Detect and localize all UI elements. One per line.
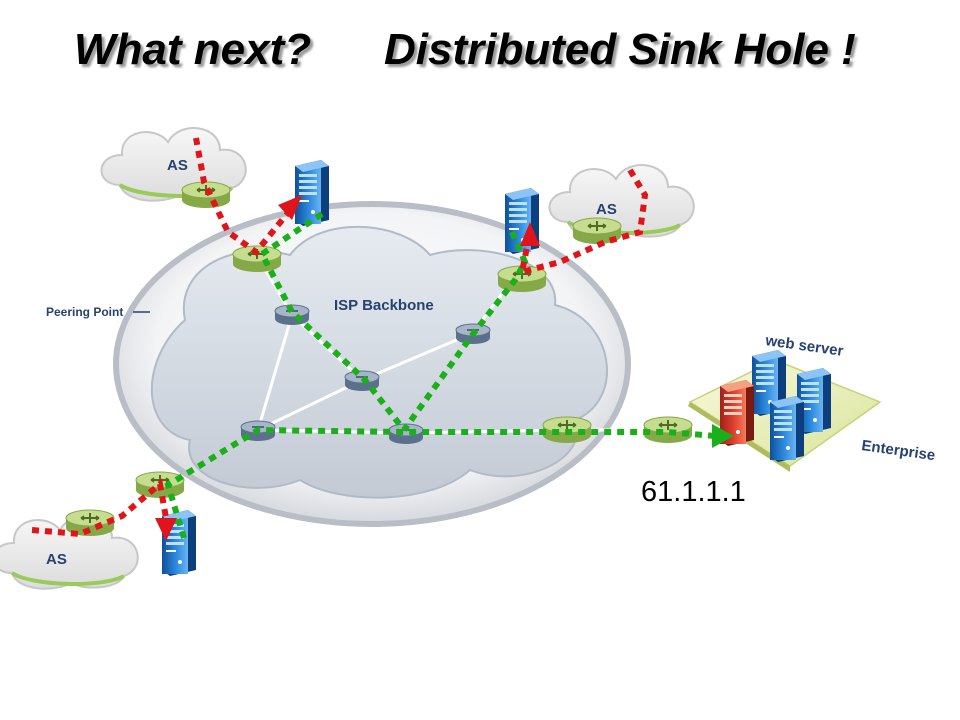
arrowhead-to-sinkhole-top-right xyxy=(520,222,540,246)
router-icon-as-top-left xyxy=(181,181,231,209)
peering-point-label: Peering Point xyxy=(46,305,123,319)
arrowhead-to-sinkhole-top-left xyxy=(278,195,302,220)
as-label-top-right: AS xyxy=(596,201,617,218)
clean-traffic-paths xyxy=(164,211,716,539)
enterprise-label: Enterprise xyxy=(860,437,936,464)
sinkhole-server-icon-top-left xyxy=(295,160,329,226)
as-label-bottom-left: AS xyxy=(46,551,67,568)
attack-traffic-paths xyxy=(31,137,649,538)
arrowhead-to-sinkhole-bottom-left xyxy=(155,518,177,541)
title-distributed-sink-hole: Distributed Sink Hole ! xyxy=(384,25,856,74)
arrowhead-to-webserver xyxy=(712,424,734,448)
title-what-next: What next? xyxy=(74,25,312,74)
ip-address-label: 61.1.1.1 xyxy=(641,476,746,508)
as-cloud-top-right xyxy=(547,163,696,240)
slide-title: What next? Distributed Sink Hole ! xyxy=(0,22,960,82)
as-label-top-left: AS xyxy=(167,157,188,174)
web-server-icon-3 xyxy=(770,396,804,462)
router-icon-enterprise-edge xyxy=(643,416,693,444)
isp-backbone-label: ISP Backbone xyxy=(334,297,434,314)
